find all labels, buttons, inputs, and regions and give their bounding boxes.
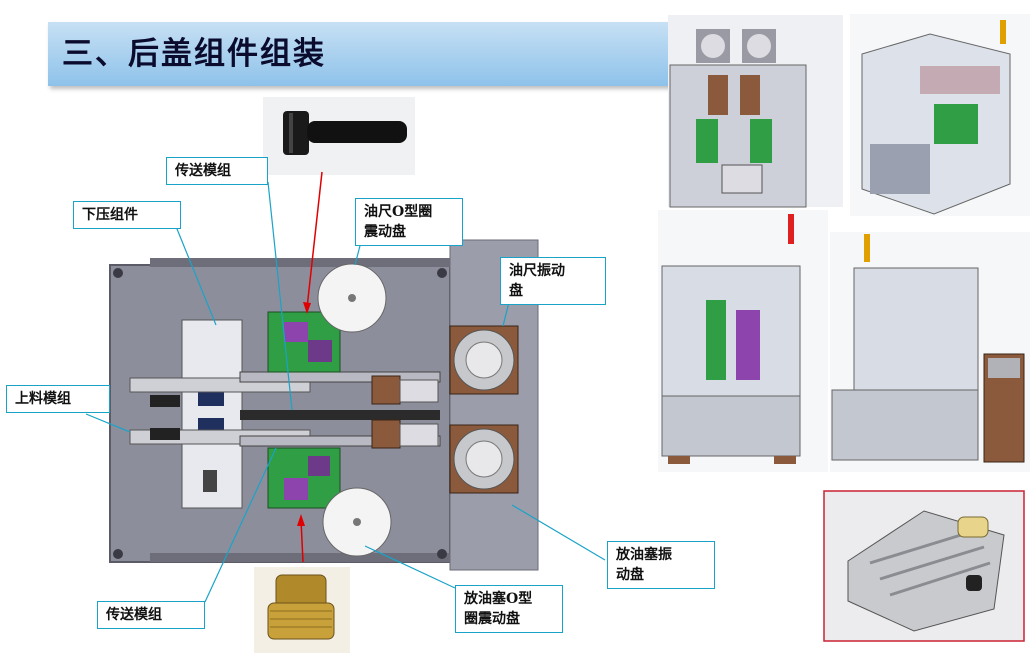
machine-iso-view-image [850, 14, 1030, 216]
machine-front-view-image [668, 15, 843, 208]
title-banner [48, 22, 680, 86]
label-oil-bowl: 油尺振动 盘 [500, 257, 606, 305]
drain-plug-part-image [254, 567, 350, 653]
machine-front-view-2-image [830, 232, 1030, 472]
label-transfer-module-top: 传送模组 [166, 157, 268, 185]
slide-title: 三、后盖组件组装 [62, 36, 326, 72]
label-plug-ring-bowl: 放油塞O型 圈震动盘 [455, 585, 563, 633]
machine-side-view-image [658, 210, 828, 472]
bottom-rail [150, 553, 450, 562]
label-press-assembly: 下压组件 [73, 201, 181, 229]
label-transfer-module-bottom: 传送模组 [97, 601, 205, 629]
top-rail [150, 258, 450, 267]
brown-station-upper [371, 375, 401, 405]
transfer-rail-lower [239, 435, 441, 447]
dipstick-part-image [263, 97, 415, 175]
engine-cover-product-image [823, 490, 1025, 642]
transfer-rail-middle [240, 410, 440, 420]
label-loading-module: 上料模组 [6, 385, 110, 413]
brown-station-lower [371, 419, 401, 449]
label-plug-bowl: 放油塞振 动盘 [607, 541, 715, 589]
label-oil-ring-bowl: 油尺O型圈 震动盘 [355, 198, 463, 246]
